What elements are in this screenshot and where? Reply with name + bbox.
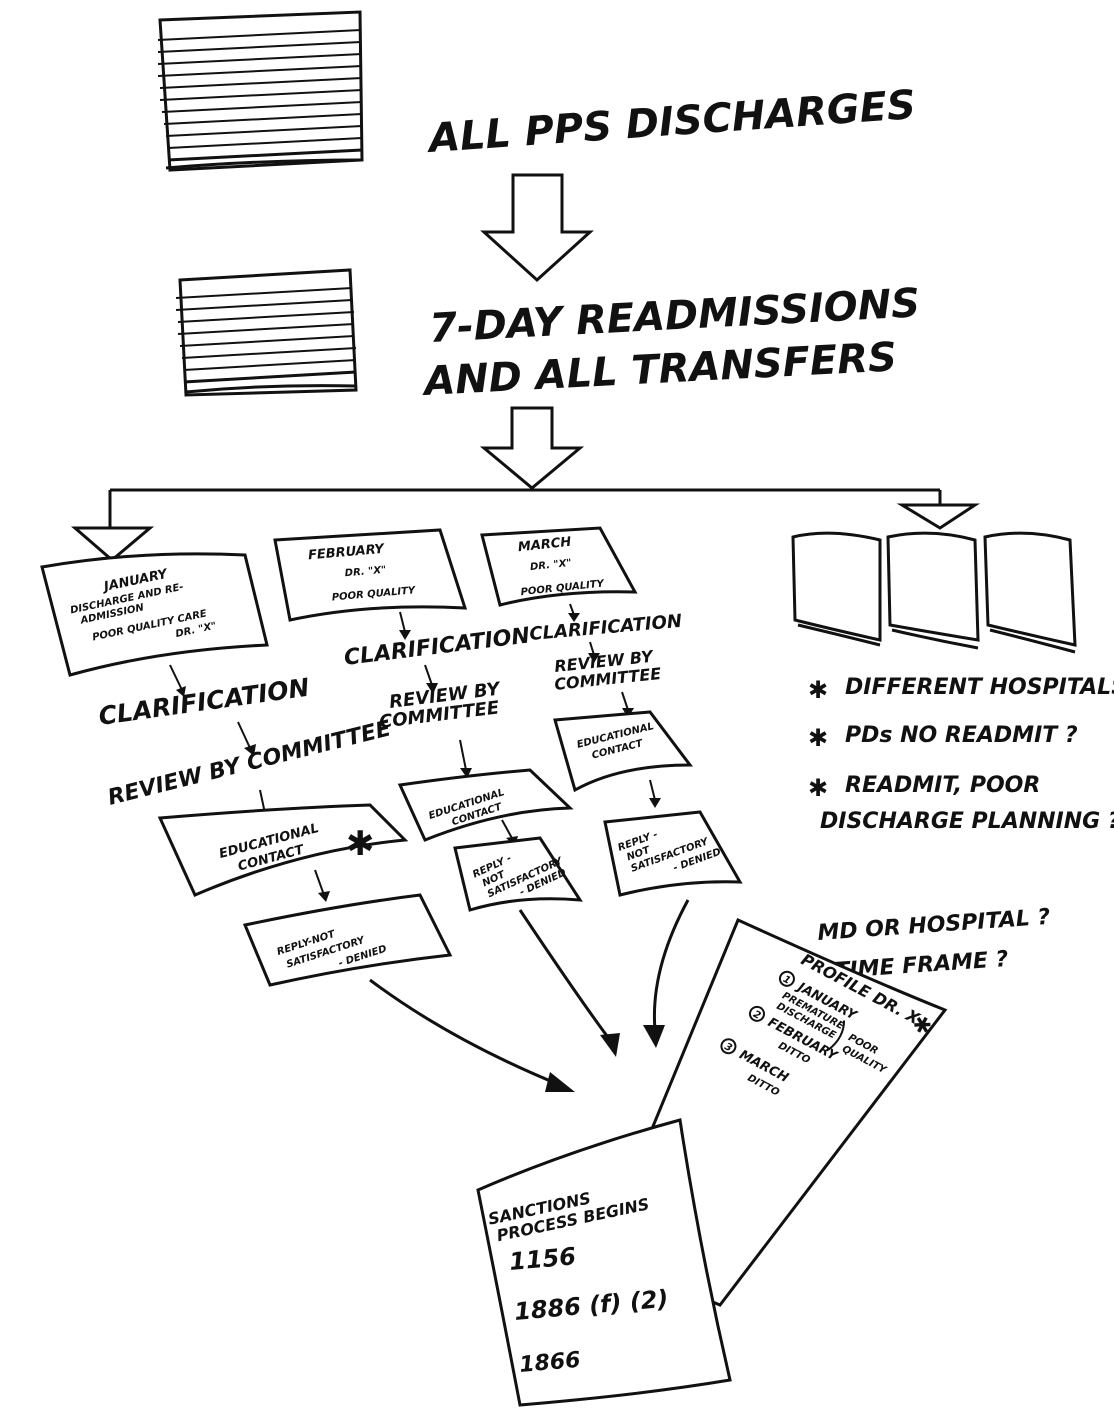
march-reply-card [603,810,743,897]
branch-arrow-right [896,503,981,530]
march-line2: DR. "X" [530,558,573,573]
profile-item3-num: 3 [723,1041,734,1054]
january-educational-contact [157,803,409,897]
question-readmit-1: READMIT, POOR [845,773,1040,798]
converging-arrows [369,899,690,1092]
february-line2: DR. "X" [344,565,386,580]
sanctions-code-3: 1866 [518,1348,581,1378]
march-educational-contact [553,710,694,793]
january-asterisk: ✱ [346,824,375,864]
profile-item1-num: 1 [781,974,792,987]
february-title: FEBRUARY [307,542,386,564]
january-reply-card [242,893,453,987]
march-title: MARCH [517,535,572,556]
asterisk-icon: ✱ [808,774,828,802]
january-review: REVIEW BY COMMITTEE [105,716,393,811]
down-arrow-1 [480,173,594,283]
branch-line [108,488,942,528]
january-card [40,552,269,677]
profile-question-1: MD OR HOSPITAL ? [817,905,1052,946]
february-reply-card [453,836,583,912]
question-readmit-2: DISCHARGE PLANNING ? [820,809,1114,834]
february-clarification: CLARIFICATION [343,623,532,671]
sanctions-code-1: 1156 [508,1242,577,1276]
march-card [480,526,638,607]
paper-stack-readmissions [175,268,358,397]
question-hospitals: DIFFERENT HOSPITALS ? [845,675,1114,700]
asterisk-icon: ✱ [808,724,828,752]
february-card [273,528,468,622]
down-arrow-2 [479,406,585,490]
february-educational-contact [397,768,574,842]
paper-stack-all-discharges [157,10,364,172]
january-clarification: CLARIFICATION [97,673,311,731]
branch-arrow-left [70,526,155,562]
question-pds: PDs NO READMIT ? [845,723,1078,748]
hospital-documents [791,531,1077,654]
profile-item2-num: 2 [751,1009,762,1022]
stage-label-all-discharges: ALL PPS DISCHARGES [424,82,917,162]
march-clarification: CLARIFICATION [529,611,683,645]
sanctions-sheet [476,1118,732,1407]
asterisk-icon: ✱ [808,676,828,704]
